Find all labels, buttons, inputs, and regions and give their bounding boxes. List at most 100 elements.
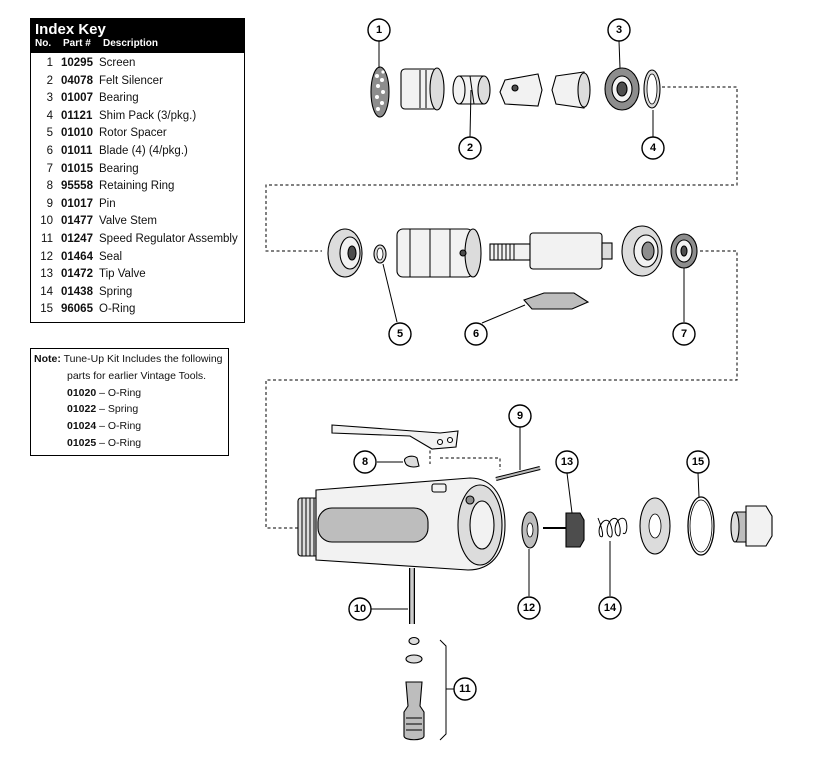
- row-part: 04078: [61, 74, 93, 87]
- row-description: Screen: [99, 57, 136, 69]
- row-description: Bearing: [99, 92, 139, 105]
- callout-3: 3: [607, 18, 631, 42]
- column-header-description: Description: [103, 38, 159, 49]
- callout-10: 10: [348, 597, 372, 621]
- callout-label: 3: [616, 24, 622, 36]
- row-no: 5: [46, 127, 53, 140]
- note-item: 01022 – Spring: [34, 401, 225, 418]
- callout-1: 1: [367, 18, 391, 42]
- row-no: 10: [40, 215, 53, 228]
- table-row: 9 01017 Pin: [31, 196, 244, 214]
- row-description: Shim Pack (3/pkg.): [99, 109, 197, 122]
- note-item-part: 01025: [67, 436, 97, 449]
- felt-silencer-part: [452, 75, 491, 105]
- table-row: 6 01011 Blade (4) (4/pkg.): [31, 143, 244, 161]
- row-part: 01011: [61, 144, 93, 157]
- shim-pack-part: [643, 69, 661, 109]
- callout-label: 14: [604, 602, 617, 614]
- callout-label: 15: [692, 456, 704, 468]
- note-item-description: – O-Ring: [96, 436, 142, 449]
- tip-valve-part: [543, 512, 585, 548]
- index-key-column-headers: No. Part # Description: [35, 38, 240, 50]
- note-text-2: parts for earlier Vintage Tools.: [67, 369, 207, 382]
- table-row: 7 01015 Bearing: [31, 161, 244, 179]
- row-no: 15: [40, 303, 53, 316]
- note-item-part: 01022: [67, 403, 97, 416]
- callout-5: 5: [388, 322, 412, 346]
- spring-part: [597, 517, 628, 538]
- column-header-part: Part #: [63, 38, 91, 49]
- table-row: 1 10295 Screen: [31, 55, 244, 73]
- row-no: 4: [46, 109, 53, 122]
- callout-9: 9: [508, 404, 532, 428]
- seal-part: [521, 511, 539, 549]
- row-description: Valve Stem: [99, 215, 157, 228]
- row-no: 6: [46, 144, 53, 157]
- bearing-top-part: [604, 67, 640, 111]
- row-no: 1: [46, 57, 53, 69]
- rotor-shaft-part: [489, 232, 613, 270]
- adapter-part: [551, 71, 591, 109]
- row-no: 7: [46, 162, 53, 175]
- row-no: 12: [40, 250, 53, 263]
- row-description: Felt Silencer: [99, 74, 163, 87]
- o-ring-part: [687, 496, 715, 556]
- bearing-rear-part: [670, 233, 698, 269]
- row-part: 01010: [61, 127, 93, 140]
- screen-part: [370, 66, 390, 118]
- row-no: 2: [46, 74, 53, 87]
- row-description: Retaining Ring: [99, 180, 175, 193]
- row-description: Tip Valve: [99, 268, 146, 281]
- row-description: Pin: [99, 197, 116, 210]
- callout-6: 6: [464, 322, 488, 346]
- note-line-1: Note: Tune-Up Kit Includes the following: [34, 351, 225, 368]
- note-text-1: Tune-Up Kit Includes the following: [63, 353, 223, 365]
- row-no: 9: [46, 197, 53, 210]
- row-part: 01247: [61, 232, 93, 245]
- leader-lines: [371, 40, 700, 741]
- callout-8: 8: [353, 450, 377, 474]
- row-no: 13: [40, 268, 53, 281]
- retaining-ring-part: [403, 455, 420, 468]
- row-part: 01015: [61, 162, 93, 175]
- callout-label: 1: [376, 24, 382, 36]
- note-item-description: – Spring: [96, 403, 139, 416]
- callout-label: 4: [650, 142, 657, 154]
- row-part: 01477: [61, 215, 93, 228]
- row-part: 95558: [61, 180, 93, 193]
- row-part: 01017: [61, 197, 93, 210]
- row-description: Spring: [99, 285, 133, 298]
- row-description: Blade (4) (4/pkg.): [99, 144, 188, 157]
- row-description: Seal: [99, 250, 123, 263]
- throttle-lever-part: [331, 424, 459, 450]
- table-row: 2 04078 Felt Silencer: [31, 73, 244, 91]
- row-description: Bearing: [99, 162, 139, 175]
- row-no: 3: [46, 92, 53, 105]
- callout-15: 15: [686, 450, 710, 474]
- callout-11: 11: [453, 677, 477, 701]
- callout-label: 9: [517, 410, 523, 422]
- row-part: 10295: [61, 57, 93, 69]
- row-part: 01007: [61, 92, 93, 105]
- callout-label: 5: [397, 328, 403, 340]
- callout-4: 4: [641, 136, 665, 160]
- tool-housing-part: [297, 477, 506, 571]
- table-row: 8 95558 Retaining Ring: [31, 178, 244, 196]
- note-item: 01024 – O-Ring: [34, 418, 225, 435]
- note-item: 01025 – O-Ring: [34, 435, 225, 452]
- row-no: 8: [46, 180, 53, 193]
- speed-regulator-assembly-part: [403, 636, 425, 741]
- index-key-header: Index Key No. Part # Description: [31, 19, 244, 53]
- cylinder-part: [396, 228, 482, 278]
- tune-up-kit-note: Note: Tune-Up Kit Includes the following…: [30, 348, 229, 456]
- front-end-plate-part: [621, 225, 663, 277]
- inlet-fitting-part: [730, 505, 773, 547]
- pin-part: [495, 466, 541, 481]
